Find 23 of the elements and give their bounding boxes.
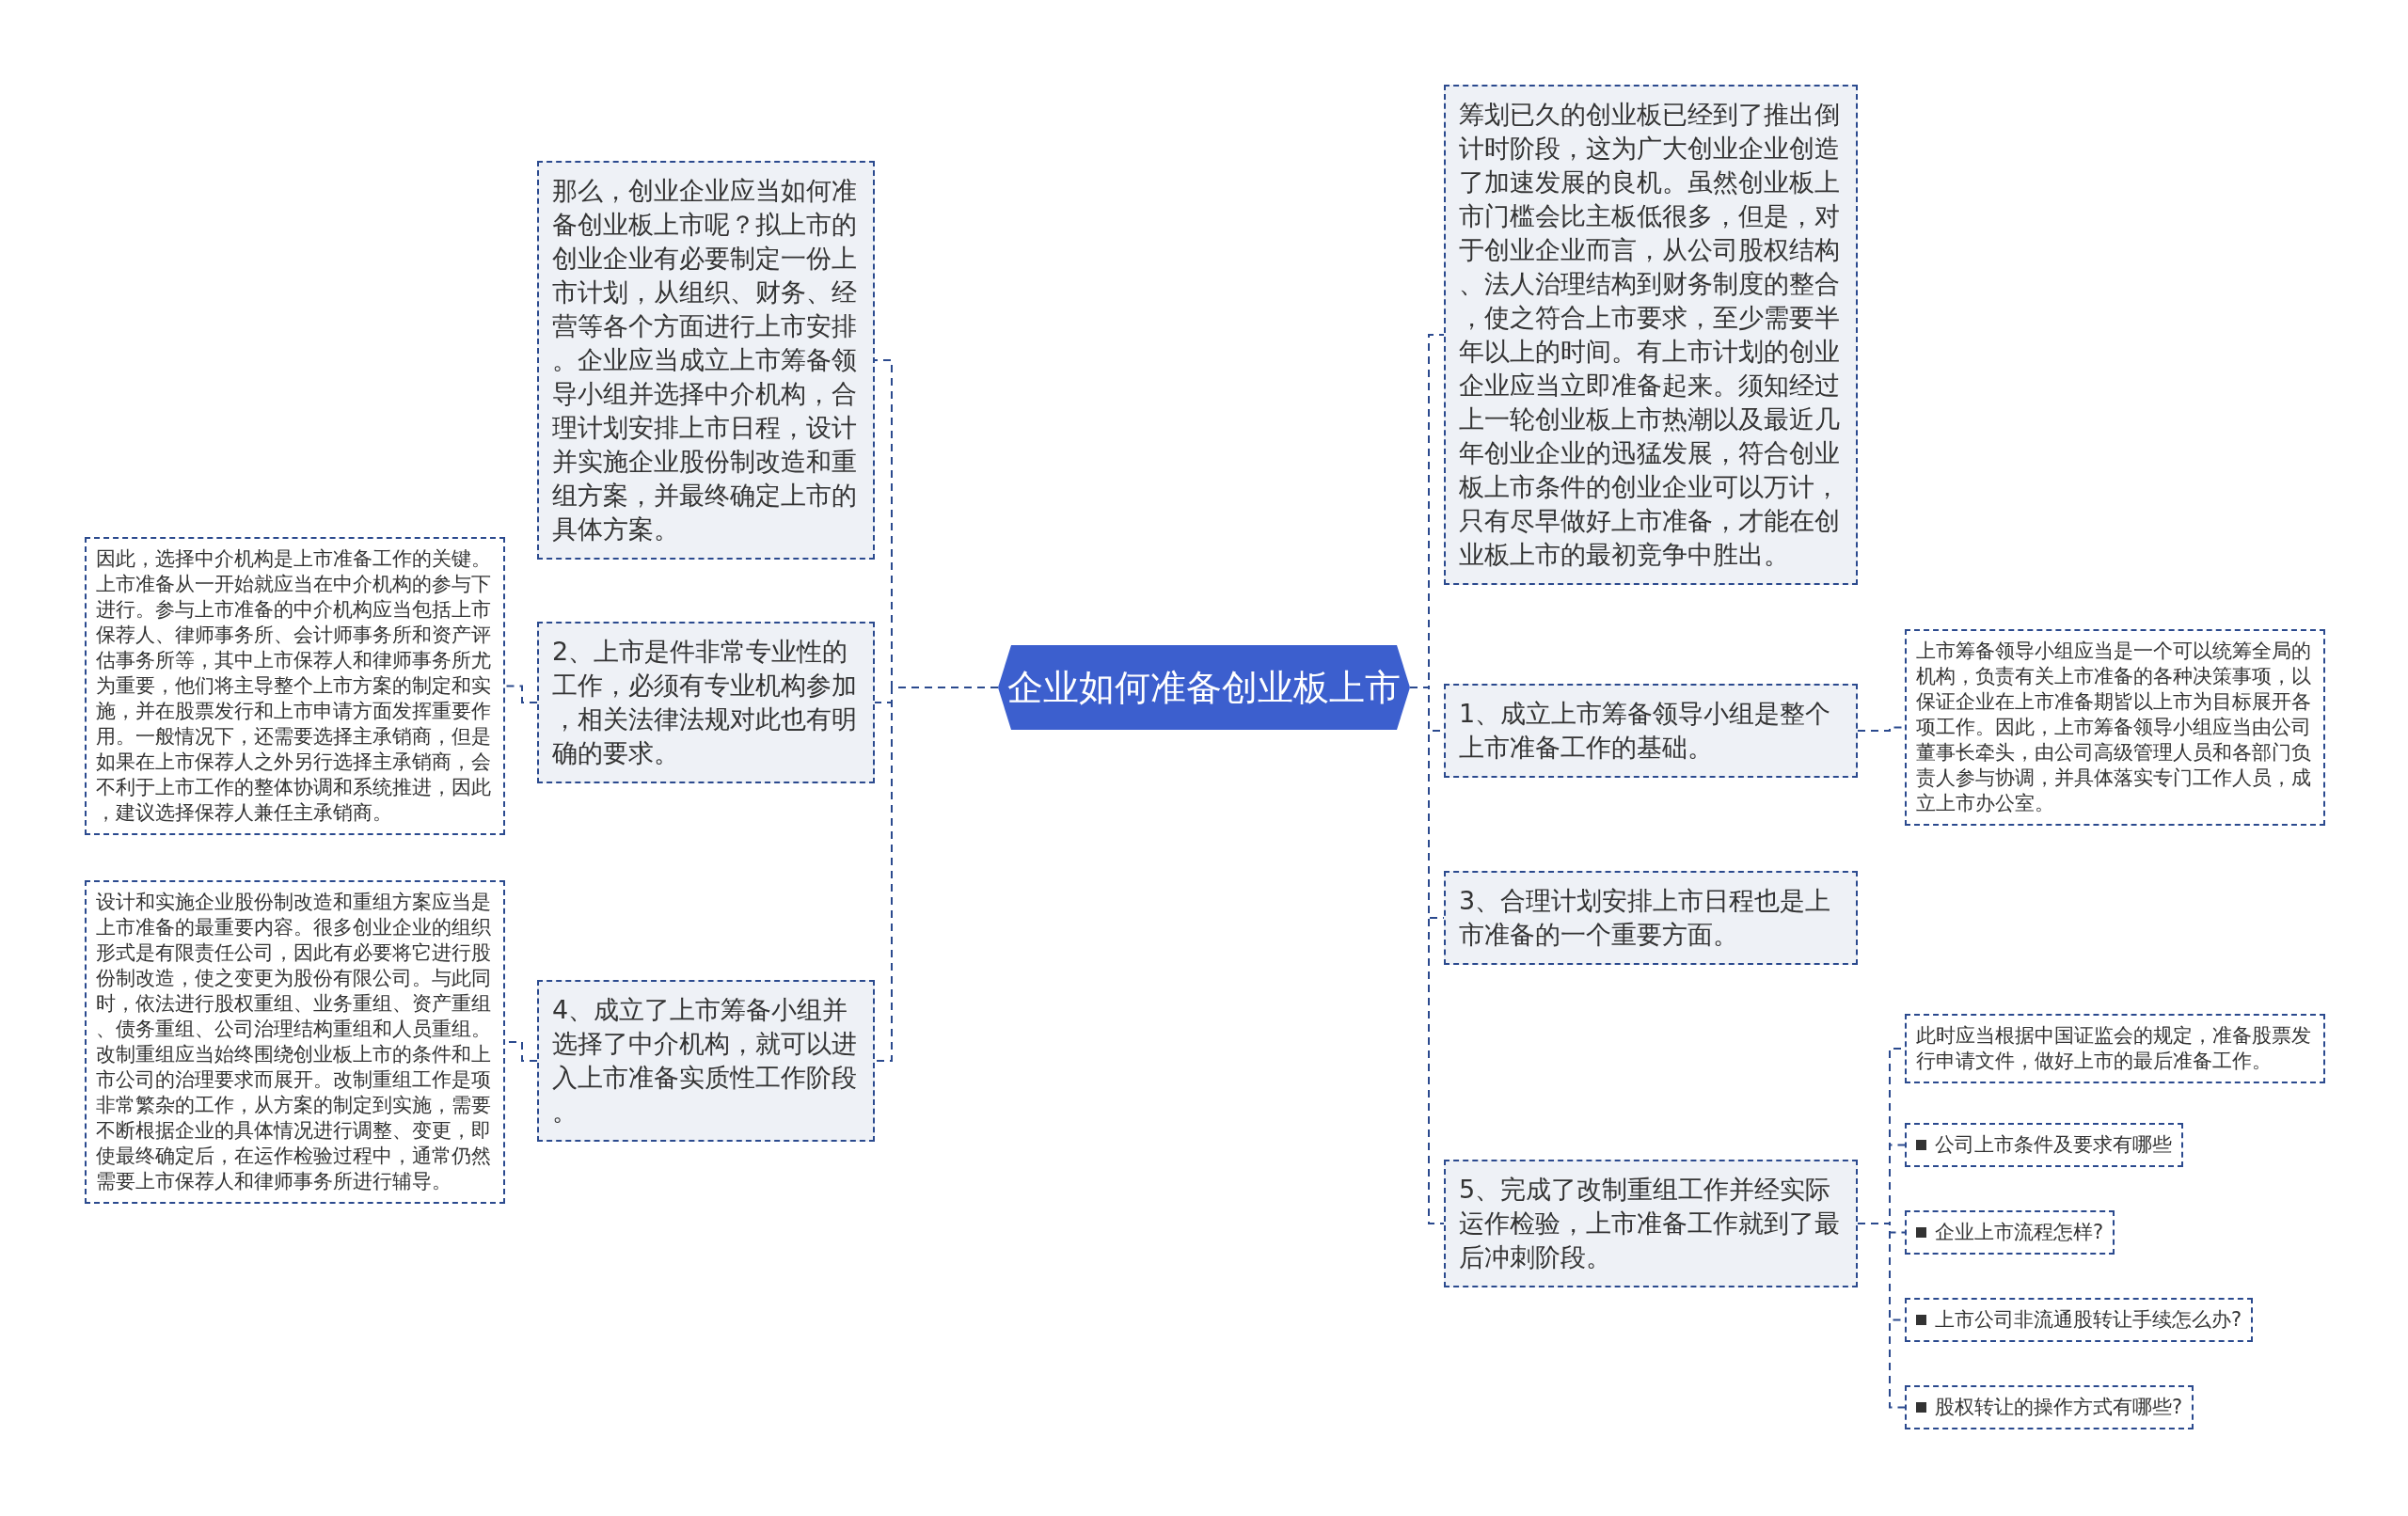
topic-box: 2、上市是件非常专业性的工作，必须有专业机构参加，相关法律法规对此也有明确的要求。 — [537, 622, 875, 783]
link-box — [1905, 1123, 2183, 1167]
topic-box: 4、成立了上市筹备小组并选择了中介机构，就可以进入上市准备实质性工作阶段。 — [537, 980, 875, 1142]
topic-title: 企业如何准备创业板上市 — [1007, 665, 1401, 710]
link-text: 企业上市流程怎样? — [1935, 1220, 2104, 1245]
link-text: 股权转让的操作方式有哪些? — [1935, 1395, 2183, 1420]
link-text: 公司上市条件及要求有哪些 — [1935, 1132, 2172, 1158]
link-text: 上市公司非流通股转让手续怎么办? — [1935, 1307, 2242, 1333]
topic-box: 5、完成了改制重组工作并经实际运作检验，上市准备工作就到了最后冲刺阶段。 — [1444, 1160, 1858, 1287]
topic-box: 1、成立上市筹备领导小组是整个上市准备工作的基础。 — [1444, 684, 1858, 778]
link-box — [1905, 1385, 2194, 1429]
link-box — [1905, 1298, 2254, 1342]
topic-box: 3、合理计划安排上市日程也是上市准备的一个重要方面。 — [1444, 871, 1858, 965]
note-box: 设计和实施企业股份制改造和重组方案应当是上市准备的最重要内容。很多创业企业的组织形式是有限责任公司，因此有必要将它进行股份制改造，使之变更为股份有限公司。与此同时，依法进行股权重组、业务重组、资产重组、债务重组、公司治理结构重组和人员重组。改制重组应当始终围绕创业板上市的条件和上市公司的治理要求而展开。改制重组工作是项非常繁杂的工作，从方案的制定到实施，需要不断根据企业的具体情况进行调整、变更，即使最终确定后，在运作检验过程中，通常仍然需要上市保荐人和律师事务所进行辅导。 — [85, 880, 505, 1204]
connector-line — [1857, 1223, 1906, 1409]
link-box — [1905, 1210, 2115, 1255]
note-box: 此时应当根据中国证监会的规定，准备股票发行申请文件，做好上市的最后准备工作。 — [1905, 1014, 2325, 1083]
connector-line — [504, 685, 538, 703]
note-box: 因此，选择中介机构是上市准备工作的关键。上市准备从一开始就应当在中介机构的参与下进行。参与上市准备的中介机构应当包括上市保荐人、律师事务所、会计师事务所和资产评估事务所等，其中上市保荐人和律师事务所尤为重要，他们将主导整个上市方案的制定和实施，并在股票发行和上市申请方面发挥重要作用。一般情况下，还需要选择主承销商，但是如果在上市保荐人之外另行选择主承销商，会不利于上市工作的整体协调和系统推进，因此，建议选择保荐人兼任主承销商。 — [85, 537, 505, 835]
topic-box: 筹划已久的创业板已经到了推出倒计时阶段，这为广大创业企业创造了加速发展的良机。虽然创业板上市门槛会比主板低很多，但是，对于创业企业而言，从公司股权结构、法人治理结构到财务制度的整合，使之符合上市要求，至少需要半年以上的时间。有上市计划的创业企业应当立即准备起来。须知经过上一轮创业板上市热潮以及最近几年创业企业的迅猛发展，符合创业板上市条件的创业企业可以万计，只有尽早做好上市准备，才能在创业板上市的最初竞争中胜出。 — [1444, 85, 1858, 585]
note-box: 上市筹备领导小组应当是一个可以统筹全局的机构，负责有关上市准备的各种决策事项，以保证企业在上市准备期皆以上市为目标展开各项工作。因此，上市筹备领导小组应当由公司董事长牵头，由公司高级管理人员和各部门负责人参与协调，并具体落实专门工作人员，成立上市办公室。 — [1905, 629, 2325, 826]
topic-box — [998, 645, 1410, 730]
topic-box: 那么，创业企业应当如何准备创业板上市呢？拟上市的创业企业有必要制定一份上市计划，从组织、财务、经营等各个方面进行上市安排。企业应当成立上市筹备领导小组并选择中介机构，合理计划安排上市日程，设计并实施企业股份制改造和重组方案，并最终确定上市的具体方案。 — [537, 161, 875, 560]
